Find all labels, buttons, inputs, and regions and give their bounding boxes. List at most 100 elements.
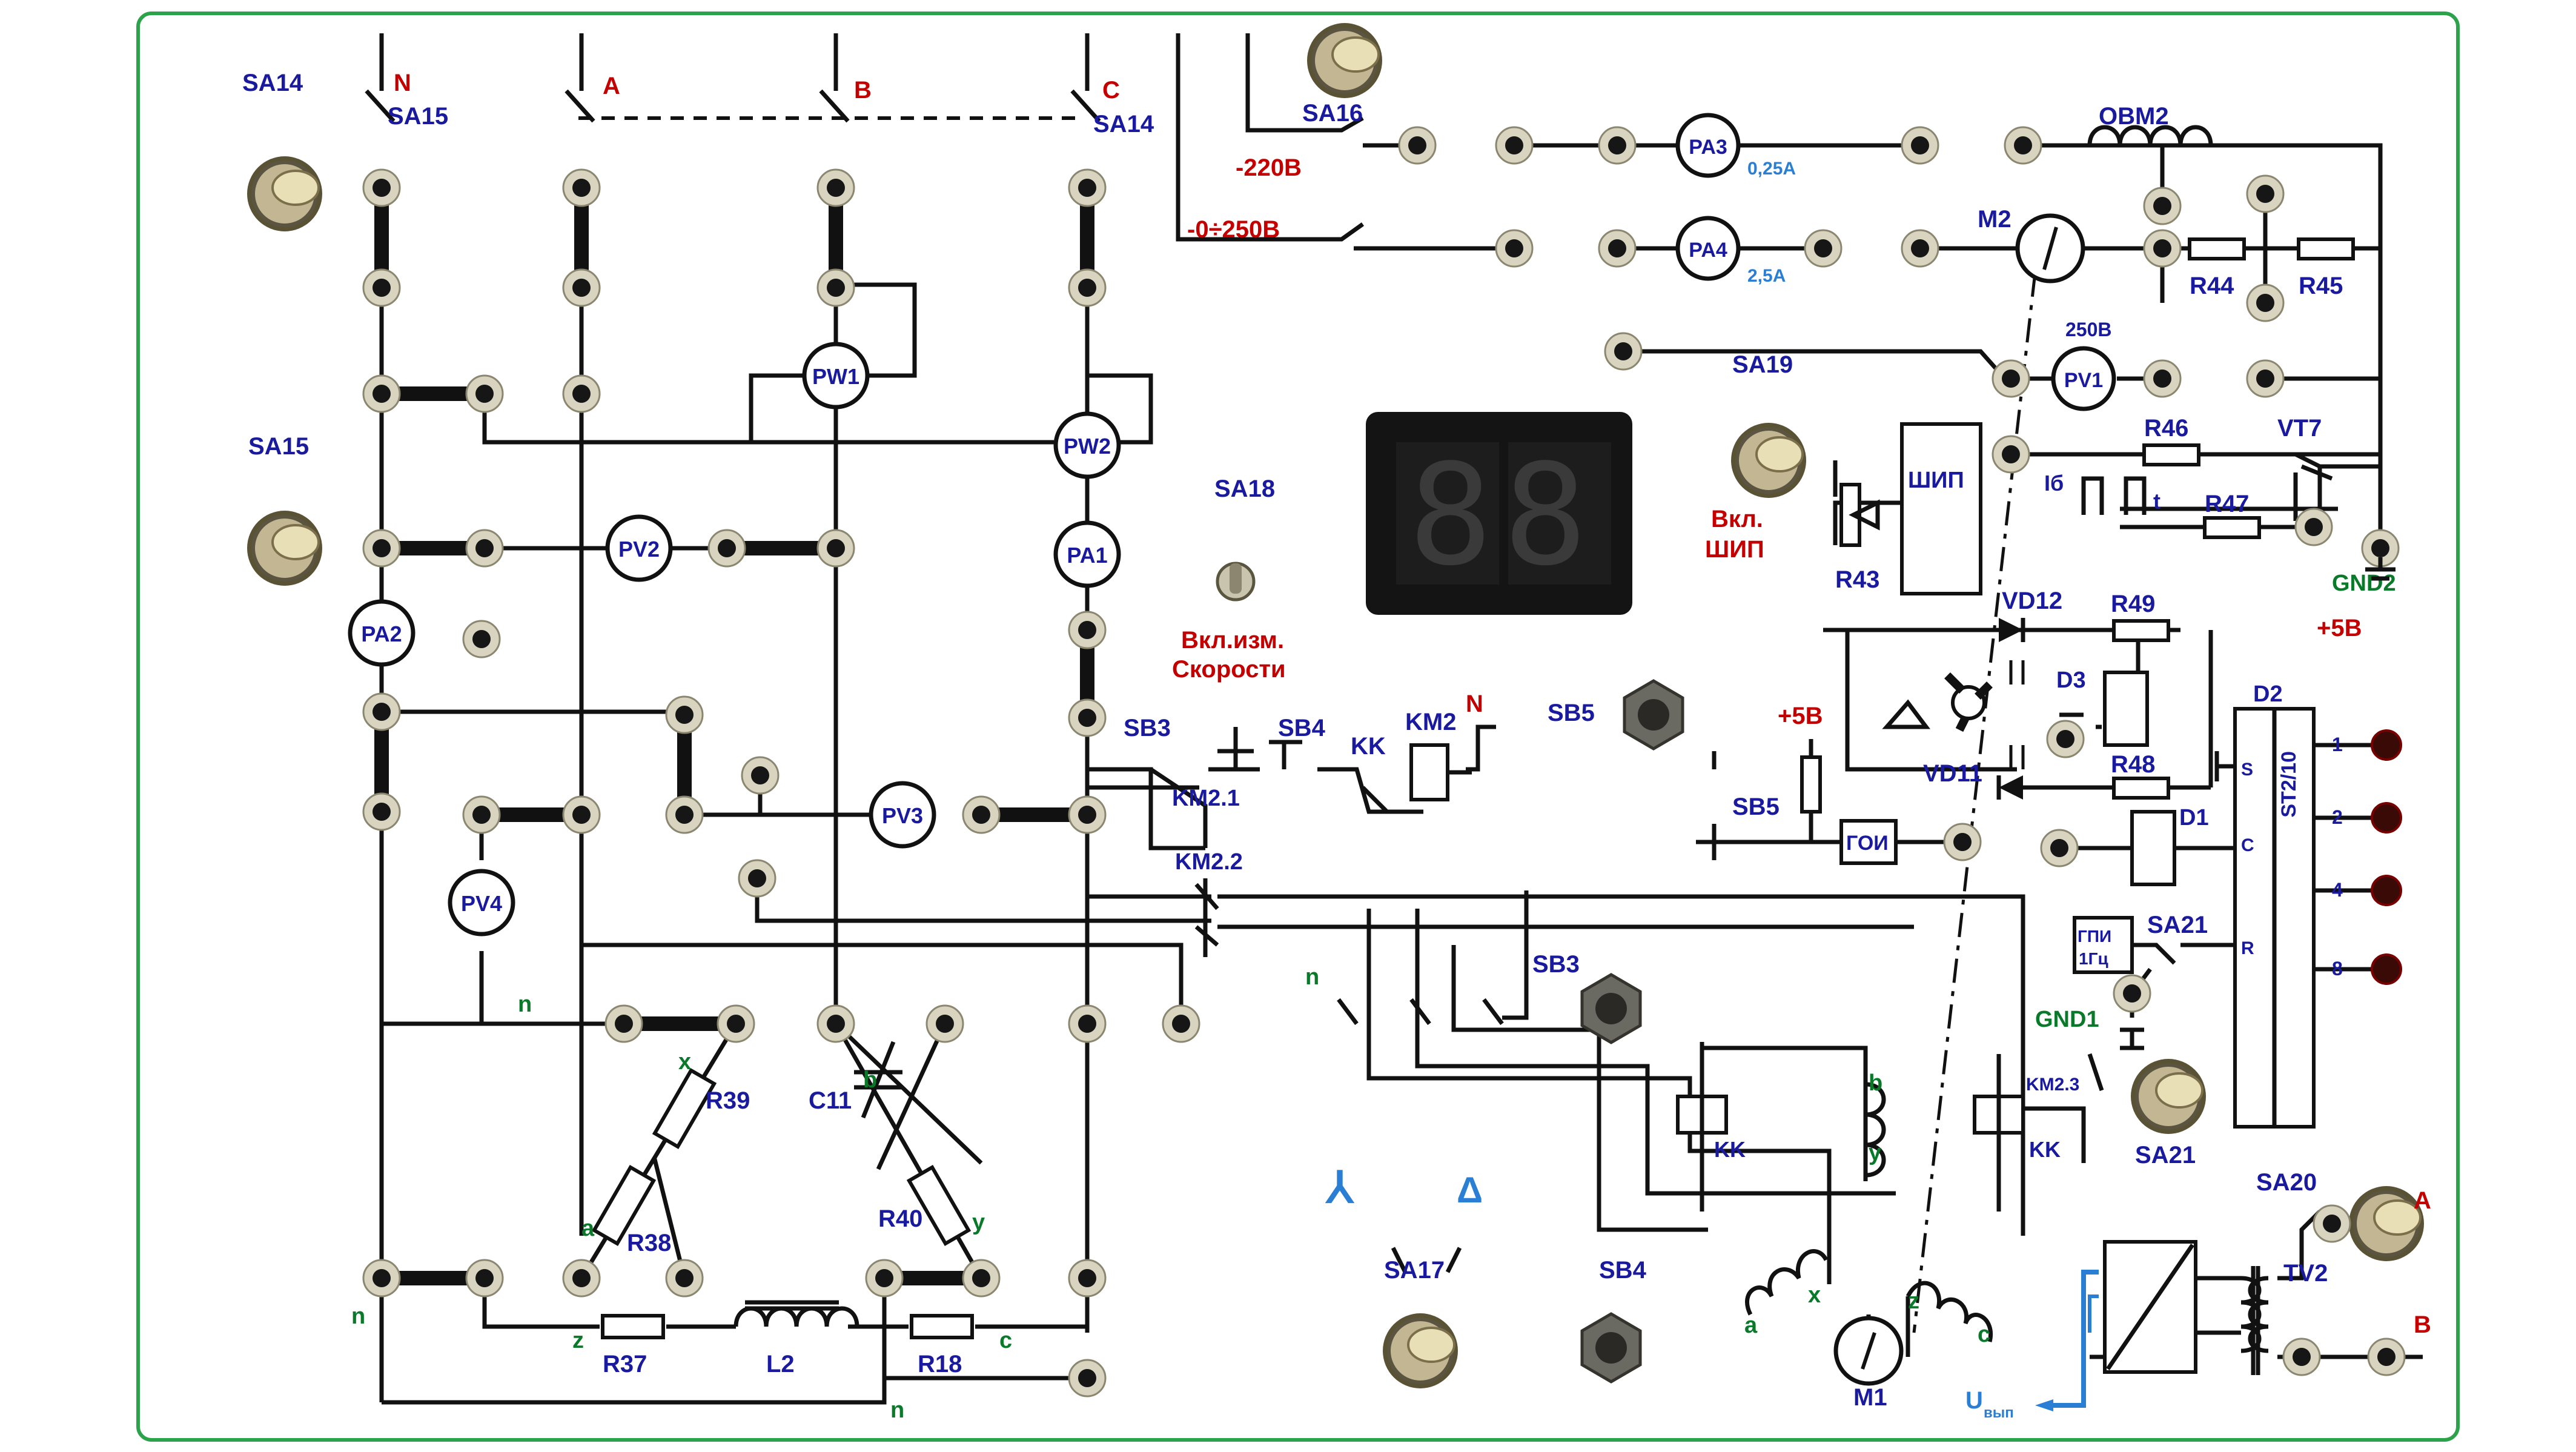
pv1-range: 250В [2065,319,2112,340]
sa18-caption-2: Скорости [1172,656,1286,683]
encoder-disk-icon [1944,660,2025,769]
m2-motor [2015,213,2085,283]
kk-label-lower-2: KK [2029,1137,2061,1162]
sb3-button[interactable] [1582,975,1640,1043]
pv1-meter: PV1 [2051,346,2116,411]
p5v-label-b: +5В [1778,703,1823,729]
d2-pin-1: 1 [2332,734,2343,755]
pulse-ib-label: Iб [2044,471,2064,496]
sb5-label-lower: SB5 [1732,794,1780,820]
d2-pin-c: C [2241,835,2254,855]
display-digits: 88 [1409,435,1598,597]
r48-label: R48 [2111,751,2155,778]
pa2-label: PA2 [361,622,402,646]
sa15-label-top: SA15 [388,103,448,130]
sa20-label: SA20 [2256,1169,2317,1196]
sa21-label-lower: SA21 [2135,1142,2196,1169]
pa4-range: 2,5А [1747,266,1786,286]
uout-label: U [1965,1387,1983,1414]
winding-y-label: y [972,1210,985,1235]
ovm2-label: ОВМ2 [2099,103,2169,130]
sa18-caption-1: Вкл.изм. [1181,627,1284,654]
p5v-label-a: +5В [2317,615,2362,641]
pwm-caption-1: Вкл. [1711,506,1763,532]
pa4-label: PA4 [1689,239,1727,262]
winding-a-label-2: a [1744,1313,1758,1338]
vd12-label: VD12 [2002,588,2062,614]
sa15-toggle[interactable] [247,511,322,586]
km2-n-label: N [1466,691,1483,717]
gnd1-label: GND1 [2035,1007,2099,1032]
sa19-label: SA19 [1732,351,1793,378]
sa14-toggle[interactable] [247,156,322,231]
winding-n-label-2: n [351,1304,365,1329]
winding-c-label-2: c [1978,1322,1990,1347]
d3-label: D3 [2056,668,2086,693]
km22-label: KM2.2 [1175,849,1243,875]
sa17-label: SA17 [1384,1257,1445,1284]
pw1-label: PW1 [812,364,859,389]
r43-label: R43 [1835,566,1879,593]
pa1-label: PA1 [1067,543,1107,568]
sb3-label-upper: SB3 [1124,715,1171,741]
l2-label: L2 [766,1351,795,1377]
supply-var-label: -0÷250В [1187,216,1280,243]
r45-label: R45 [2299,273,2343,299]
phase-b-label: B [854,77,872,104]
pv3-meter: PV3 [869,781,936,849]
uout-sub-label: вып [1984,1405,2014,1421]
r49-label: R49 [2111,591,2155,617]
pv4-meter: PV4 [448,869,515,937]
winding-z-label-2: z [1908,1288,1919,1314]
pulse-t-label: t [2153,489,2160,514]
r18-label: R18 [918,1351,962,1377]
gpi-label-1: ГПИ [2078,927,2111,946]
pa3-label: PA3 [1689,136,1727,159]
m1-motor [1833,1316,1904,1386]
sa20-toggle[interactable] [2349,1186,2424,1261]
sb4-label-lower: SB4 [1599,1257,1647,1284]
tv2-label: TV2 [2283,1260,2328,1287]
pa4-meter: PA4 [1675,216,1741,281]
speed-display: 88 [1366,412,1632,615]
pv3-label: PV3 [882,803,923,828]
sb5-button[interactable] [1624,681,1683,749]
d1-label: D1 [2179,805,2209,830]
pv2-meter: PV2 [605,514,673,582]
m1-label: M1 [1853,1384,1887,1411]
sa17-star-symbol: ⅄ [1325,1164,1355,1212]
pv2-label: PV2 [618,537,660,562]
sa16-label: SA16 [1302,100,1363,127]
sa21-toggle[interactable] [2131,1059,2206,1134]
sb4-button[interactable] [1582,1314,1640,1382]
phase-n-label: N [394,70,411,96]
pw2-meter: PW2 [1053,411,1121,479]
sa17-delta-symbol: Δ [1457,1170,1483,1210]
sa18-toggle[interactable] [1216,562,1256,602]
kk-label-upper: KK [1351,733,1386,760]
winding-y-label-2: y [1869,1140,1881,1165]
sa20-b-label: B [2414,1311,2431,1338]
st-label: ST2/10 [2277,751,2300,818]
winding-n-label-4: n [1305,964,1319,990]
d2-pin-r: R [2241,938,2254,958]
c11-label: C11 [809,1087,852,1114]
vd11-label: VD11 [1923,760,1982,787]
sb4-label-upper: SB4 [1278,715,1326,741]
sa14-label-top: SA14 [1093,111,1154,138]
sa17-toggle[interactable] [1383,1313,1458,1388]
winding-z-label: z [572,1328,584,1353]
sb5-label-upper: SB5 [1548,700,1595,726]
pwm-block-label: ШИП [1908,468,1964,493]
d2-pin-8: 8 [2332,958,2343,980]
sa16-toggle[interactable] [1307,23,1382,98]
winding-a-label: a [581,1216,595,1241]
pwm-toggle[interactable] [1731,423,1806,498]
pa3-meter: PA3 [1675,113,1741,178]
pa1-meter: PA1 [1053,520,1121,588]
pv1-label: PV1 [2064,369,2103,392]
gnd2-symbol [2365,557,2396,581]
d2-leds [2371,729,2402,985]
sa14-label-left: SA14 [242,70,303,96]
